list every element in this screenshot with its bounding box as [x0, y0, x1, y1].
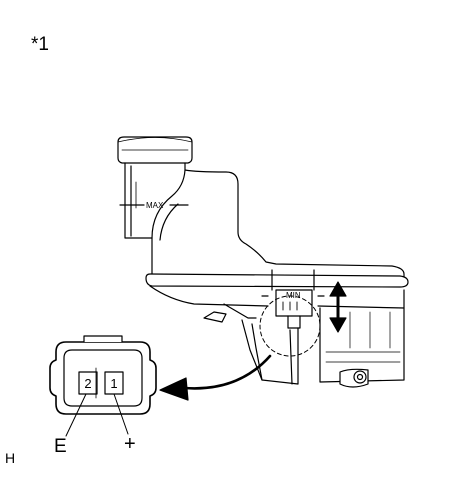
- mounting-bracket: [319, 307, 405, 388]
- pin-2-label: 2: [84, 376, 91, 391]
- positive-leader-line: [113, 393, 129, 435]
- min-mark: MIN: [286, 291, 301, 300]
- reservoir-cap: [117, 136, 193, 164]
- bolt-hole: [353, 370, 367, 384]
- pin-2-slot: [78, 371, 98, 395]
- corner-code: H: [5, 450, 16, 466]
- max-mark: MAX: [146, 201, 164, 210]
- sensor-housing: [241, 269, 325, 385]
- detail-circle: [259, 295, 321, 357]
- reference-label: *1: [31, 34, 49, 55]
- ground-leader-line: [65, 393, 87, 437]
- reservoir-tank: [119, 162, 405, 279]
- positive-terminal-label: +: [124, 433, 136, 455]
- callout-arrow: [159, 354, 272, 401]
- pin-1-label: 1: [110, 376, 117, 391]
- level-range-arrow: [329, 281, 347, 333]
- ground-terminal-label: E: [54, 436, 67, 457]
- connector: 2 1: [49, 335, 157, 437]
